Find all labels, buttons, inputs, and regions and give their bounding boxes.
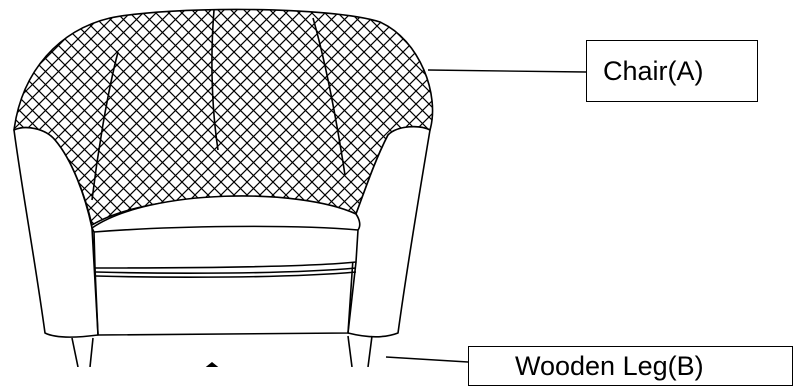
chair-drawing	[14, 9, 433, 367]
wooden-leg-right	[348, 336, 372, 367]
center-marker	[202, 362, 222, 367]
label-wooden-leg-text: Wooden Leg(B)	[515, 351, 704, 381]
leader-line-chair	[428, 70, 586, 72]
label-wooden-leg: Wooden Leg(B)	[468, 346, 793, 386]
leader-line-leg	[386, 357, 468, 362]
label-chair-text: Chair(A)	[603, 56, 704, 86]
wooden-leg-left	[72, 338, 93, 367]
base-piping	[96, 268, 356, 273]
label-chair: Chair(A)	[586, 40, 758, 102]
